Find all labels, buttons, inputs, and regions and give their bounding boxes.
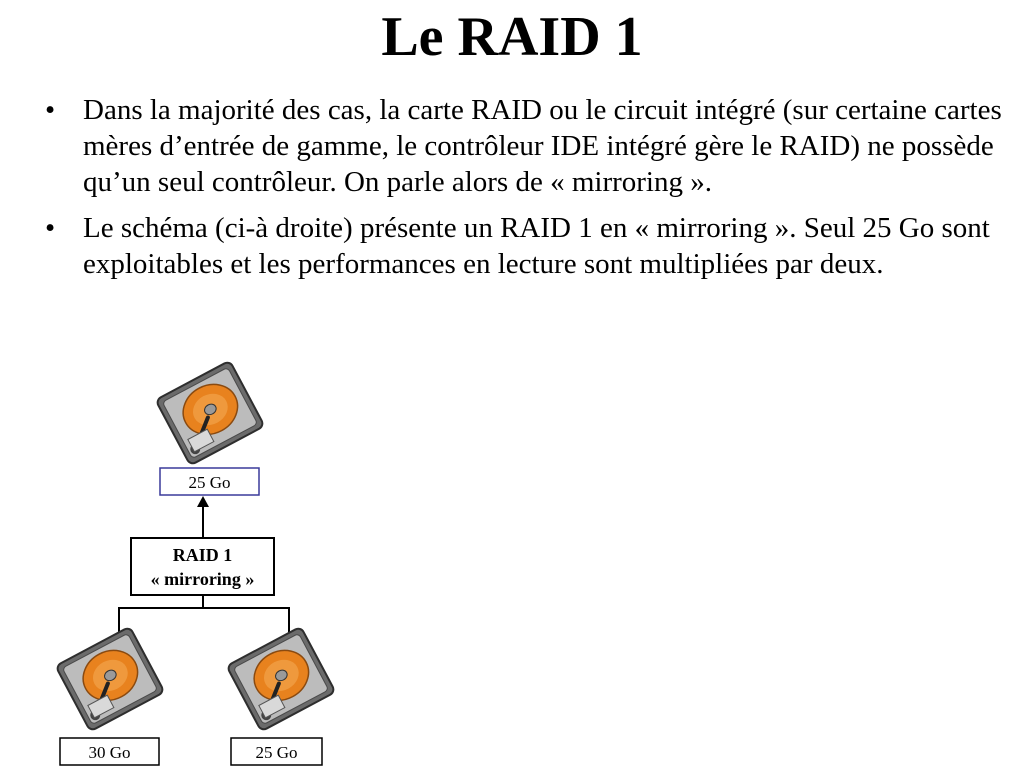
hard-disk-icon [153,358,267,468]
source-capacity-label: 30 Go [88,743,130,762]
source-capacity-label: 25 Go [255,743,297,762]
hard-disk-icon [53,624,167,734]
bullet-item: • Le schéma (ci-à droite) présente un RA… [45,210,1005,282]
slide-title: Le RAID 1 [381,6,643,68]
bullet-symbol: • [45,212,56,244]
bullet-symbol: • [45,94,56,126]
bullet-text: Le schéma (ci-à droite) présente un RAID… [83,212,990,280]
result-capacity-box [159,467,260,496]
bullet-list: • Dans la majorité des cas, la carte RAI… [45,92,1005,292]
raid-box [130,537,275,596]
bullet-text: Dans la majorité des cas, la carte RAID … [83,94,1002,198]
hard-disk-icon [224,624,338,734]
result-capacity-label: 25 Go [188,473,230,492]
raid-box-title: RAID 1 [173,545,233,565]
raid-box-mode: « mirroring » [151,569,255,589]
source-capacity-box [230,737,323,766]
bullet-item: • Dans la majorité des cas, la carte RAI… [45,92,1005,200]
source-capacity-box [59,737,160,766]
arrow-head-icon [197,496,209,507]
